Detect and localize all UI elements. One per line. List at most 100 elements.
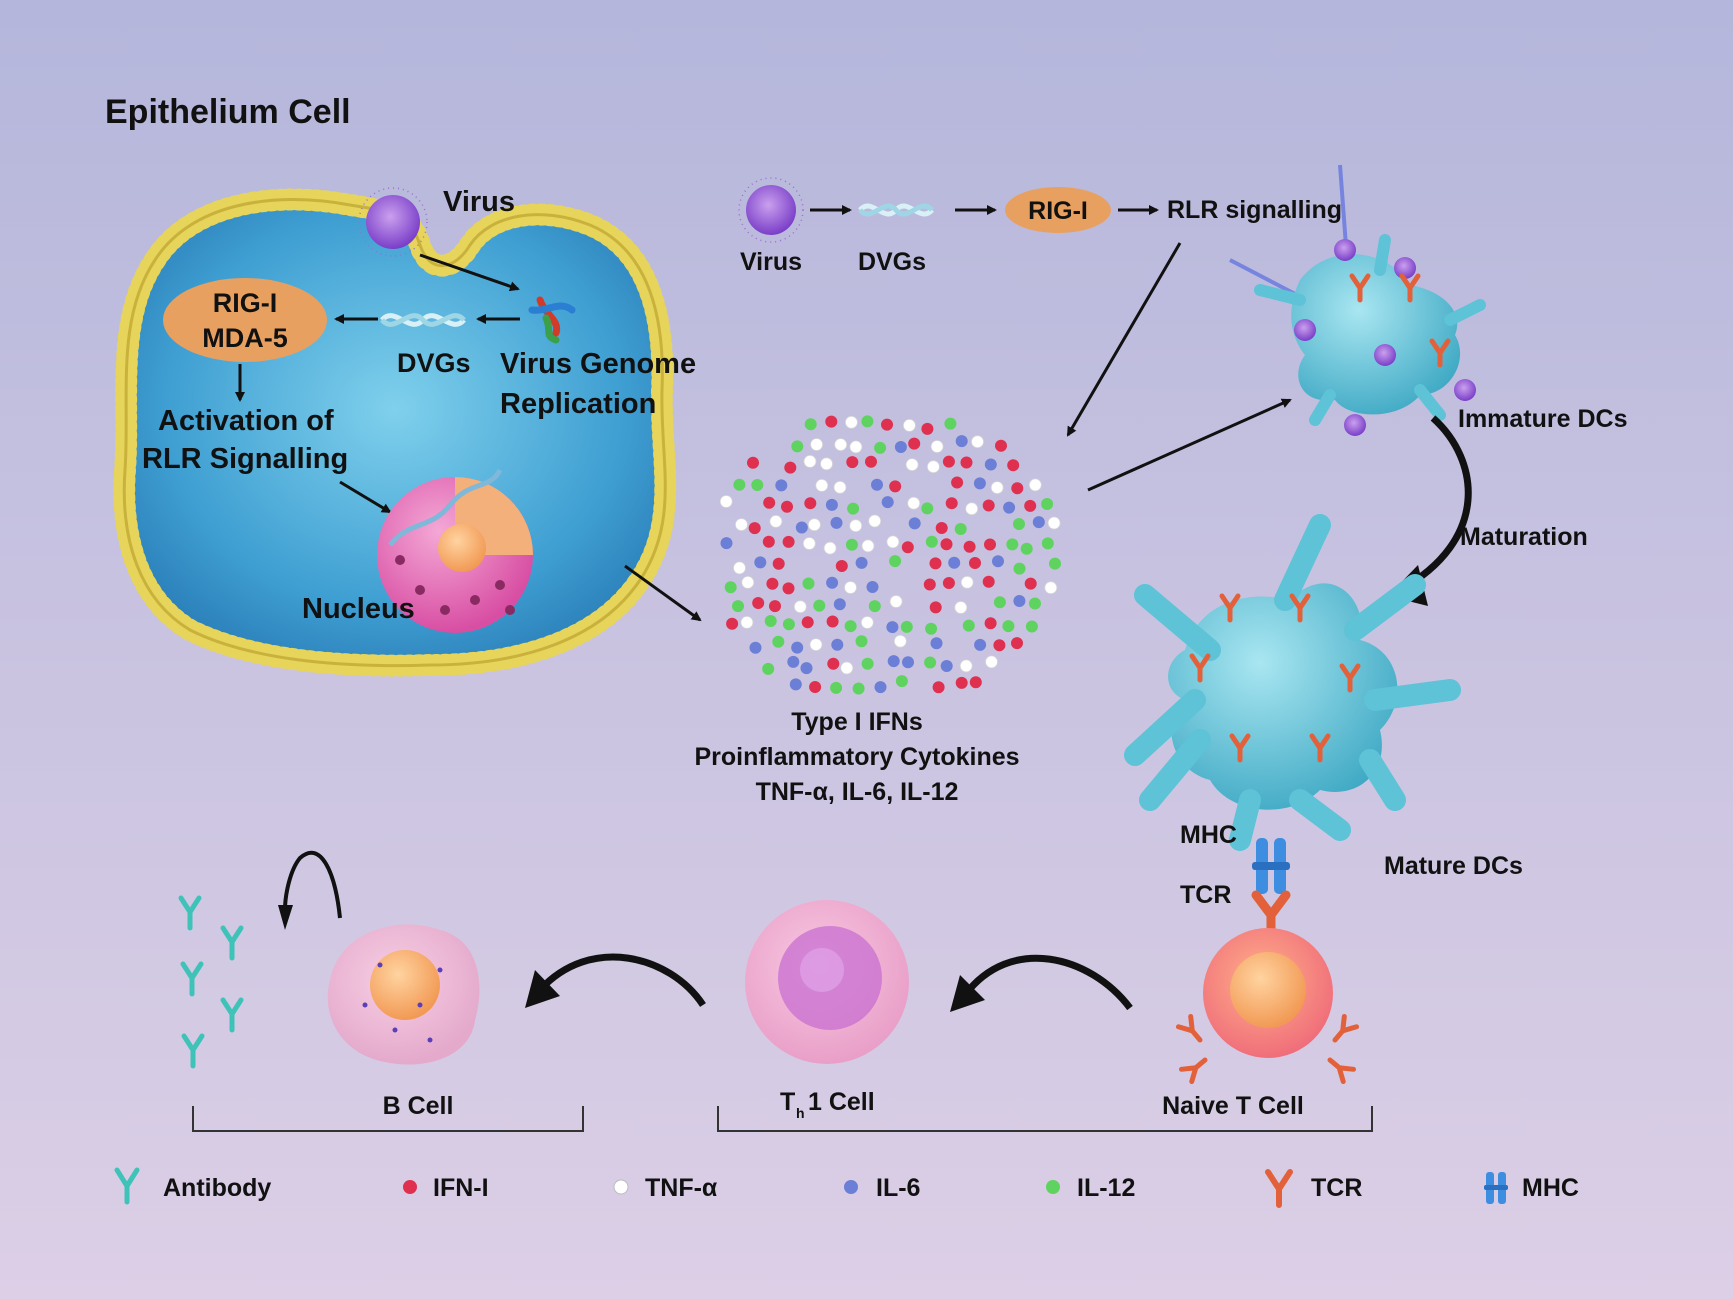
il6-dot — [749, 641, 762, 654]
ifn-dot — [982, 575, 995, 588]
il6-dot — [720, 537, 733, 550]
il12-dot — [874, 441, 887, 454]
il12-dot — [724, 581, 737, 594]
pathway-rig-label: RIG-I — [1028, 197, 1088, 225]
tnf-dot — [823, 541, 837, 555]
mature-dc — [1124, 514, 1461, 851]
il12-dot — [944, 417, 957, 430]
ifn-dot — [1011, 637, 1023, 650]
epithelium-dvgs-label: DVGs — [397, 348, 471, 378]
il12-dot — [861, 657, 874, 670]
ifn-dot — [929, 557, 942, 570]
il6-dot — [886, 621, 899, 634]
ifn-dot — [747, 456, 759, 469]
cytokine-label-3: TNF-α, IL-6, IL-12 — [756, 778, 959, 806]
naive-t-label: Naive T Cell — [1162, 1092, 1304, 1120]
ifn-dot — [825, 415, 838, 428]
il6-dot — [887, 655, 900, 668]
tnf-dot — [965, 502, 979, 516]
legend-label-il6: IL-6 — [876, 1174, 920, 1202]
ifn-dot — [752, 597, 765, 609]
il12-dot — [1041, 537, 1054, 550]
il12-dot — [900, 620, 913, 633]
ifn-dot — [865, 455, 877, 468]
ifn-dot — [769, 600, 781, 613]
ifn-dot — [784, 461, 797, 474]
antibodies-group — [181, 898, 241, 1066]
tnf-dot — [860, 616, 874, 629]
il12-dot — [1025, 620, 1038, 633]
il6-dot — [908, 517, 921, 530]
legend-label-tnf: TNF-α — [645, 1174, 718, 1202]
nucleus-label: Nucleus — [302, 593, 415, 625]
naive-t-cell — [1178, 928, 1356, 1082]
b-cell-bracket — [192, 1106, 584, 1132]
il6-dot — [973, 477, 986, 490]
arrow-virus-to-replication — [419, 253, 520, 292]
il6-dot — [775, 479, 788, 492]
il6-dot — [992, 555, 1004, 568]
legend-label-antibody: Antibody — [163, 1174, 271, 1202]
tnf-dot — [868, 514, 882, 528]
antibody-icon — [183, 964, 201, 994]
tnf-dot — [741, 576, 755, 589]
il6-dot — [1013, 595, 1026, 607]
arrow-naive-to-th1-head — [950, 975, 985, 1012]
il12-dot — [1013, 518, 1025, 530]
ifn-dot — [826, 615, 839, 628]
ifn-dot — [995, 439, 1007, 452]
ifn-dot — [908, 437, 921, 450]
th1-cell — [745, 900, 909, 1064]
tnf-dot — [809, 638, 823, 651]
tnf-dot — [815, 478, 829, 492]
il6-dot — [940, 660, 953, 672]
ifn-dot — [1024, 577, 1037, 590]
ifn-dot — [772, 557, 785, 570]
il6-dot — [902, 656, 914, 669]
ifn-dot — [827, 657, 840, 670]
il12-dot — [732, 600, 744, 613]
tnf-dot — [810, 438, 823, 451]
il6-dot — [791, 641, 804, 654]
ifn-dot — [969, 676, 982, 689]
mhc-receptor-icon — [1252, 838, 1290, 894]
tnf-dot — [735, 518, 748, 531]
th1-label-main: T — [780, 1088, 795, 1116]
il12-dot — [962, 619, 975, 632]
immature-dc-label: Immature DCs — [1458, 405, 1628, 433]
antibody-icon — [181, 898, 199, 928]
ifn-dot — [942, 455, 955, 468]
tnf-dot — [903, 418, 916, 432]
arrow-rlr-to-cytokines — [1066, 242, 1182, 437]
ifn-dot — [881, 418, 893, 431]
il6-dot — [874, 681, 887, 694]
il12-dot — [954, 523, 967, 535]
il12-dot — [844, 620, 857, 633]
tnf-dot — [960, 575, 974, 589]
ifn-dot — [940, 538, 953, 551]
il12-dot — [993, 596, 1006, 609]
arrow-b-to-antibodies-head — [278, 905, 293, 930]
antibody-icon — [223, 928, 241, 958]
tnf-dot — [861, 539, 875, 553]
ifn-dot — [889, 480, 902, 493]
tnf-dot — [985, 655, 998, 669]
mature-dc-label: Mature DCs — [1384, 852, 1523, 880]
activation-label-2: RLR Signalling — [142, 443, 348, 475]
ifn-dot — [846, 456, 859, 469]
antibody-icon — [223, 1000, 241, 1030]
legend-mhc-icon — [1484, 1172, 1508, 1204]
arrow-th1-to-b-head — [525, 970, 560, 1008]
tnf-dot — [845, 415, 858, 429]
il6-dot — [795, 521, 808, 534]
sensor-label-2: MDA-5 — [202, 323, 288, 353]
arrow-cell-to-cytokines — [624, 564, 702, 622]
legend-antibody-icon — [114, 1167, 140, 1205]
ifn-dot — [748, 522, 761, 535]
il6-dot — [789, 678, 802, 691]
tnf-dot — [834, 438, 848, 452]
tnf-dot — [849, 440, 863, 454]
legend: Antibody IFN-I TNF-α IL-6 IL-12 TCR MHC — [114, 1167, 1579, 1208]
il12-dot — [1006, 538, 1019, 551]
